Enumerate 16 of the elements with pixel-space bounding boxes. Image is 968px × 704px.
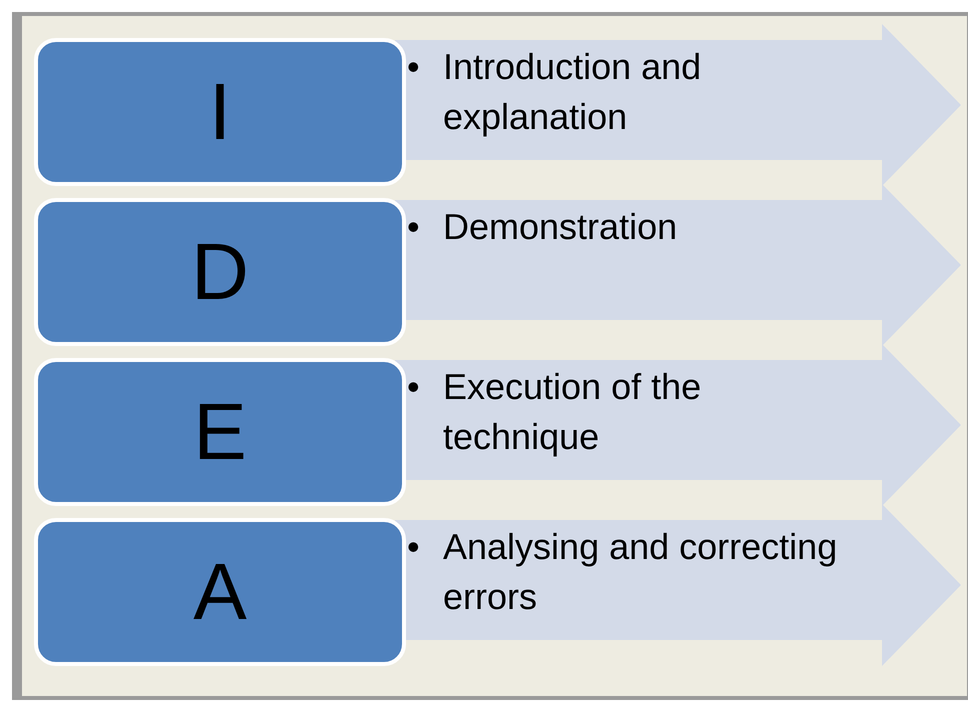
bullet-mark: •: [407, 365, 421, 409]
letter-label: E: [193, 392, 247, 472]
bullet-mark: •: [407, 205, 421, 249]
item-text: Analysing and correcting errors: [443, 525, 838, 619]
rounded-box: [34, 358, 406, 506]
rounded-box: [34, 518, 406, 666]
letter-label: A: [193, 552, 247, 632]
letter-label: I: [208, 72, 232, 152]
rounded-box: [34, 38, 406, 186]
bullet-mark: •: [407, 45, 421, 89]
bullet-mark: •: [407, 525, 421, 569]
item-text: Demonstration: [443, 205, 678, 249]
item-text: Execution of the technique: [443, 365, 702, 459]
rounded-box: [34, 198, 406, 346]
item-text: Introduction and explanation: [443, 45, 702, 139]
letter-label: D: [191, 232, 249, 312]
